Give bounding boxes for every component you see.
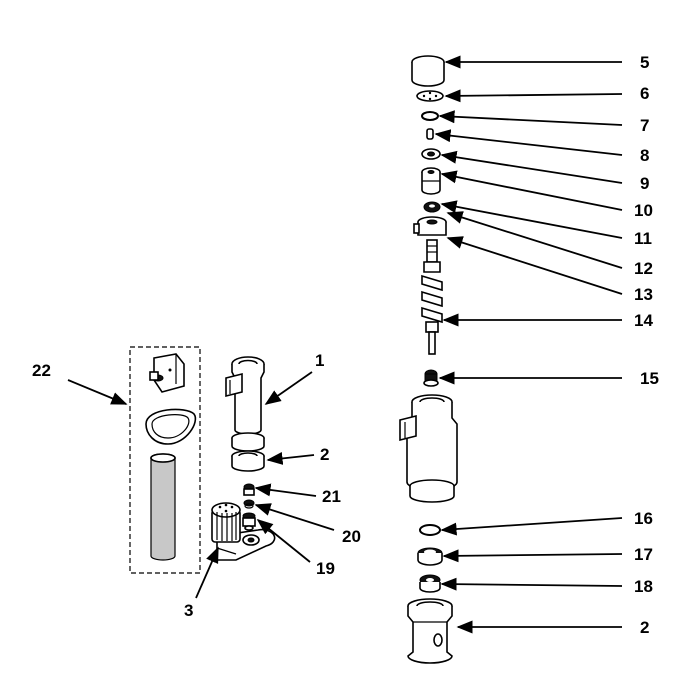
- callout-14: 14: [634, 311, 653, 330]
- callout-18: 18: [634, 577, 653, 596]
- part-housing-body: [399, 394, 458, 503]
- part-valve-small: [243, 483, 255, 496]
- part-spring: [243, 499, 255, 509]
- callout-15: 15: [640, 369, 659, 388]
- part-cap: [411, 55, 445, 87]
- callout-10: 10: [634, 201, 653, 220]
- callout-5: 5: [640, 53, 649, 72]
- callout-1: 1: [315, 351, 324, 370]
- part-o-ring-small: [421, 111, 439, 121]
- callout-22: 22: [32, 361, 51, 380]
- callout-6: 6: [640, 84, 649, 103]
- part-bushing: [421, 167, 441, 195]
- part-valve: [423, 369, 439, 387]
- part-motor-bracket: [211, 502, 276, 561]
- callout-11: 11: [634, 229, 652, 248]
- callout-9: 9: [640, 174, 649, 193]
- part-shaft: [421, 239, 443, 355]
- callout-7: 7: [640, 116, 649, 135]
- callout-2-right: 2: [640, 618, 649, 637]
- callout-17: 17: [634, 545, 653, 564]
- part-pump-body: [225, 356, 265, 452]
- callout-16: 16: [634, 509, 653, 528]
- part-o-ring: [419, 524, 441, 536]
- kit-22-box: [129, 346, 201, 574]
- part-kit-head: [149, 353, 185, 393]
- part-fitting: [242, 512, 256, 531]
- callout-12: 12: [634, 259, 653, 278]
- part-gasket-plate: [416, 90, 444, 102]
- callout-20: 20: [342, 527, 361, 546]
- callout-13: 13: [634, 285, 653, 304]
- part-bearing: [419, 574, 441, 593]
- leader-lines: [67, 55, 623, 634]
- callout-19: 19: [316, 559, 335, 578]
- part-collar: [413, 216, 447, 236]
- callout-21: 21: [322, 487, 341, 506]
- part-base-middle: [231, 450, 265, 472]
- part-pin: [426, 128, 434, 140]
- callout-8: 8: [640, 146, 649, 165]
- part-seal: [417, 547, 443, 566]
- callout-2-middle: 2: [320, 445, 329, 464]
- callout-labels: 5 6 7 8 9 10 11 12 13 14 15 16 17 18 2 1…: [32, 53, 659, 637]
- part-kit-filter-tube: [150, 453, 176, 561]
- callout-3: 3: [184, 601, 193, 620]
- part-washer: [421, 148, 441, 160]
- part-base-right: [407, 598, 453, 664]
- part-kit-belt: [145, 408, 197, 445]
- part-nut: [423, 201, 441, 213]
